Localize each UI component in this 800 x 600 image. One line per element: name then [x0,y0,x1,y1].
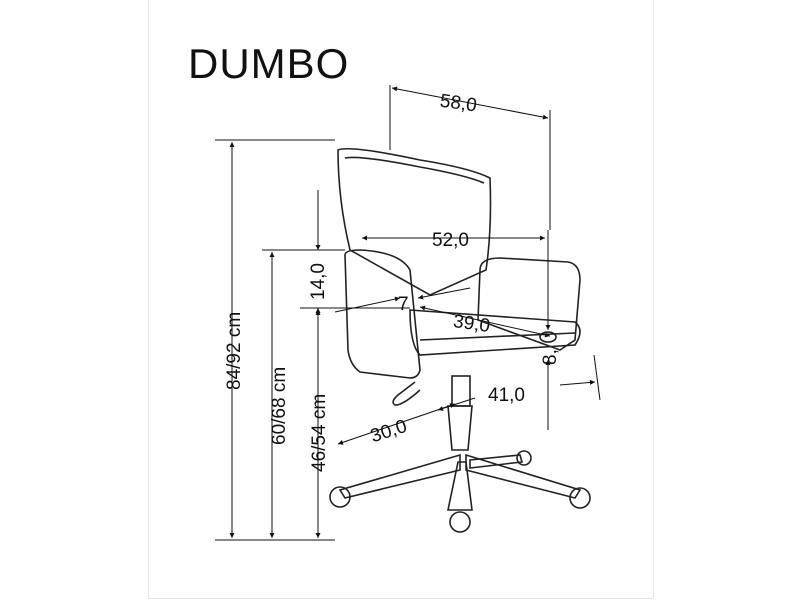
diagram-frame [148,0,654,599]
label-seat-width: 52,0 [432,230,469,251]
label-total-height: 84/92 cm [224,312,245,390]
label-backrest-height: 14,0 [308,263,329,300]
label-base-side: 30,0 [368,416,410,447]
label-seat-depth: 39,0 [452,311,492,337]
label-depth-total: 58,0 [439,91,479,117]
chair-outline [329,147,591,533]
dimension-lines [215,85,601,541]
label-seat-height: 46/54 cm [309,394,330,472]
label-base-front: 41,0 [488,385,525,406]
dimension-labels: 58,0 52,0 14,0 84/92 cm 60/68 cm 46/54 c… [224,91,561,472]
product-title: DUMBO [188,40,350,87]
label-seat-thickness: 8, [540,349,561,365]
label-armrest-height: 60/68 cm [269,367,290,445]
label-back-angle: 7 [398,294,409,315]
